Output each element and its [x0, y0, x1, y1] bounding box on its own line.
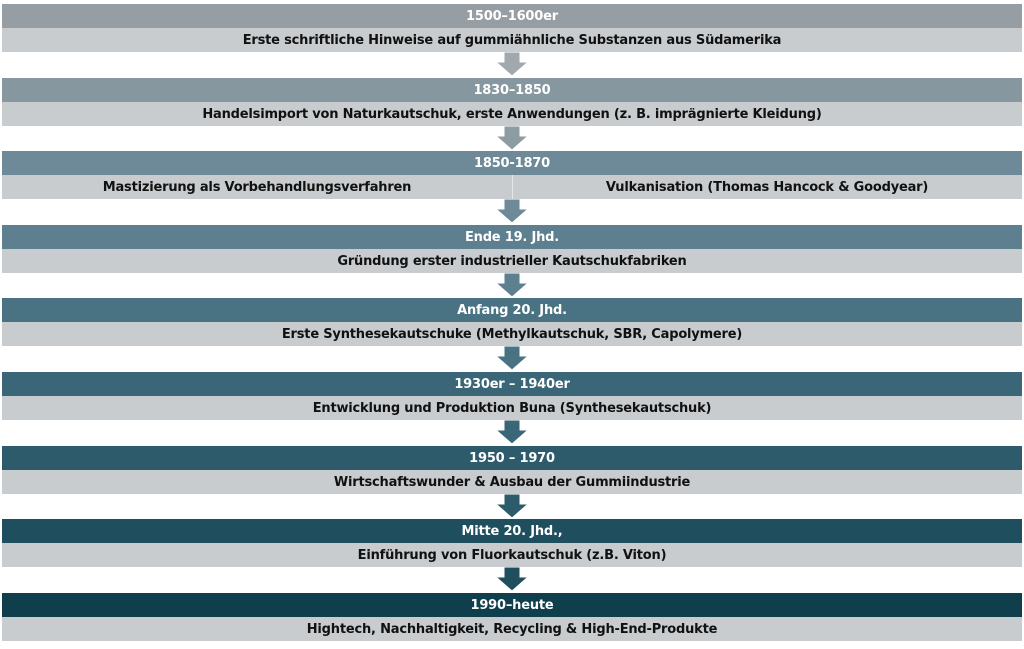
period-description-1500: Erste schriftliche Hinweise auf gummiähn… [2, 28, 1022, 52]
period-description-1990: Hightech, Nachhaltigkeit, Recycling & Hi… [2, 617, 1022, 641]
period-description-1830: Handelsimport von Naturkautschuk, erste … [2, 102, 1022, 126]
arrow-down-icon [494, 567, 530, 592]
period-header-1830: 1830–1850 [2, 78, 1022, 102]
arrow-down-icon [494, 346, 530, 371]
period-header-anfang-20: Anfang 20. Jhd. [2, 298, 1022, 322]
period-header-ende-19: Ende 19. Jhd. [2, 225, 1022, 249]
mastication-text: Mastizierung als Vorbehandlungsverfahren [102, 179, 412, 195]
vulcanisation-text: Vulkanisation (Thomas Hancock & Goodyear… [605, 179, 929, 195]
arrow-down-icon [494, 199, 530, 224]
arrow-down-icon [494, 420, 530, 445]
arrow-down-icon [494, 494, 530, 519]
period-header-1500: 1500–1600er [2, 4, 1022, 28]
period-description-1950: Wirtschaftswunder & Ausbau der Gummiindu… [2, 470, 1022, 494]
arrow-down-icon [494, 273, 530, 298]
period-description-anfang-20: Erste Synthesekautschuke (Methylkautschu… [2, 322, 1022, 346]
period-description-1930: Entwicklung und Produktion Buna (Synthes… [2, 396, 1022, 420]
period-header-1930: 1930er – 1940er [2, 372, 1022, 396]
period-header-1990: 1990–heute [2, 593, 1022, 617]
period-header-1850: 1850-1870 [2, 151, 1022, 175]
arrow-down-icon [494, 52, 530, 77]
period-header-1950: 1950 – 1970 [2, 446, 1022, 470]
column-divider [512, 175, 513, 199]
arrow-down-icon [494, 126, 530, 151]
period-description-1850: Mastizierung als Vorbehandlungsverfahren… [2, 175, 1022, 199]
period-description-mitte-20: Einführung von Fluorkautschuk (z.B. Vito… [2, 543, 1022, 567]
period-header-mitte-20: Mitte 20. Jhd., [2, 519, 1022, 543]
period-description-ende-19: Gründung erster industrieller Kautschukf… [2, 249, 1022, 273]
